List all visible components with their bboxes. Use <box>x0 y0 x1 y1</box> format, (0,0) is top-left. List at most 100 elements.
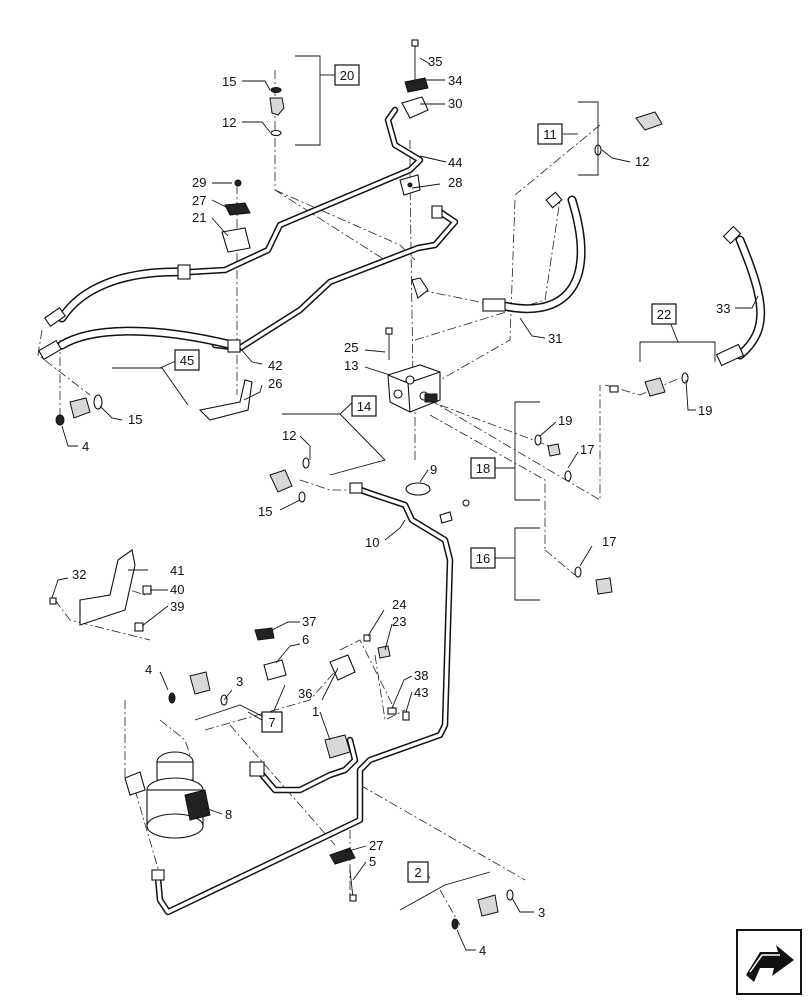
callout-12: 12 <box>635 154 649 169</box>
bracket-41 <box>49 549 152 632</box>
callout-30: 30 <box>448 96 462 111</box>
callout-26: 26 <box>268 376 282 391</box>
fittings-near-10 <box>439 499 470 524</box>
callout-33: 33 <box>716 301 730 316</box>
callout-41: 41 <box>170 563 184 578</box>
callout-36: 36 <box>298 686 312 701</box>
clamp-36-38-43 <box>329 654 410 721</box>
hose-lower-left <box>38 326 241 361</box>
callout-15: 15 <box>128 412 142 427</box>
leader-lines <box>51 57 759 951</box>
callout-labels: 35 34 30 15 12 44 29 27 21 28 12 31 33 2… <box>72 54 730 958</box>
callout-21: 21 <box>192 210 206 225</box>
kit-brackets <box>112 55 716 911</box>
kit-label: 2 <box>414 865 421 880</box>
callout-8: 8 <box>225 807 232 822</box>
callout-44: 44 <box>448 155 462 170</box>
next-page-arrow-icon[interactable] <box>736 929 802 995</box>
tube-1 <box>249 734 359 794</box>
callout-1: 1 <box>312 704 319 719</box>
callout-9: 9 <box>430 462 437 477</box>
motor-8 <box>124 751 211 839</box>
callout-39: 39 <box>170 599 184 614</box>
callout-38: 38 <box>414 668 428 683</box>
callout-4: 4 <box>479 943 486 958</box>
fittings-kit-18 <box>534 434 572 482</box>
callout-4: 4 <box>145 662 152 677</box>
fittings-kit-14 <box>269 457 310 503</box>
hose-upper-left <box>43 264 191 328</box>
callout-28: 28 <box>448 175 462 190</box>
callout-12: 12 <box>282 428 296 443</box>
clamp-6-37 <box>254 627 287 681</box>
kit-label: 7 <box>268 715 275 730</box>
tube-42 <box>211 205 459 352</box>
kit-box-11: 11 <box>537 123 563 145</box>
kit-box-22: 22 <box>651 303 677 325</box>
kit-box-20: 20 <box>334 64 360 86</box>
kit-box-14: 14 <box>351 395 377 417</box>
hose-33 <box>715 225 766 367</box>
fittings-kit-22 <box>609 372 689 397</box>
kit-label: 22 <box>657 307 671 322</box>
kit-box-2: 2 <box>407 861 429 883</box>
callout-10: 10 <box>365 535 379 550</box>
fittings-kit-7 <box>168 671 228 706</box>
callout-27: 27 <box>369 838 383 853</box>
callout-5: 5 <box>369 854 376 869</box>
tube-44 <box>186 106 424 276</box>
callout-12: 12 <box>222 115 236 130</box>
bracket-27-bolt-5 <box>329 847 357 902</box>
kit-box-7: 7 <box>261 711 283 733</box>
callout-15: 15 <box>258 504 272 519</box>
callout-25: 25 <box>344 340 358 355</box>
hose-31 <box>482 191 586 314</box>
kit-label: 45 <box>180 353 194 368</box>
callout-24: 24 <box>392 597 406 612</box>
fittings-kit-2 <box>451 889 514 930</box>
fittings-23-24 <box>363 634 391 659</box>
callout-40: 40 <box>170 582 184 597</box>
kit-box-45: 45 <box>174 349 200 371</box>
callout-17: 17 <box>580 442 594 457</box>
kit-box-18: 18 <box>470 457 496 479</box>
clamp-30-34-35 <box>401 39 429 119</box>
callout-17: 17 <box>602 534 616 549</box>
o-ring-9 <box>405 482 431 496</box>
center-lines <box>37 70 681 926</box>
callout-32: 32 <box>72 567 86 582</box>
callout-35: 35 <box>428 54 442 69</box>
fittings-kit-45 <box>55 394 103 426</box>
clamp-21-27-29 <box>221 179 251 253</box>
callout-3: 3 <box>538 905 545 920</box>
callout-15: 15 <box>222 74 236 89</box>
callout-31: 31 <box>548 331 562 346</box>
callout-3: 3 <box>236 674 243 689</box>
kit-box-16: 16 <box>470 547 496 569</box>
tube-10 <box>151 482 454 916</box>
valve-block-13 <box>385 277 441 413</box>
callout-6: 6 <box>302 632 309 647</box>
clamp-28 <box>399 174 421 196</box>
callout-27: 27 <box>192 193 206 208</box>
kit-label: 11 <box>543 127 557 142</box>
kit-label: 14 <box>357 399 371 414</box>
callout-13: 13 <box>344 358 358 373</box>
callout-43: 43 <box>414 685 428 700</box>
callout-4: 4 <box>82 439 89 454</box>
callout-37: 37 <box>302 614 316 629</box>
callout-34: 34 <box>448 73 462 88</box>
callout-19: 19 <box>558 413 572 428</box>
kit-label: 20 <box>340 68 354 83</box>
callout-19: 19 <box>698 403 712 418</box>
fitting-kit-11 <box>594 111 663 156</box>
kit-label: 16 <box>476 551 490 566</box>
callout-23: 23 <box>392 614 406 629</box>
callout-42: 42 <box>268 358 282 373</box>
fittings-kit-20 <box>269 87 285 137</box>
bracket-26 <box>198 379 253 421</box>
kit-label: 18 <box>476 461 490 476</box>
callout-29: 29 <box>192 175 206 190</box>
fittings-kit-16 <box>574 566 613 595</box>
